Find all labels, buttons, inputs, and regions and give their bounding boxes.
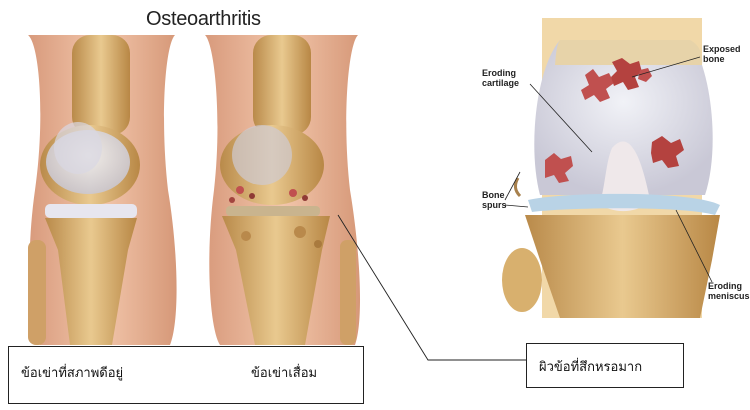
annotation-bone-spurs: Bone spurs bbox=[482, 172, 528, 210]
worn-joint-surface-label: ผิวข้อที่สึกหรอมาก bbox=[539, 356, 642, 377]
worn-joint-surface-callout: ผิวข้อที่สึกหรอมาก bbox=[526, 343, 684, 388]
healthy-knee-label: ข้อเข่าที่สภาพดีอยู่ bbox=[21, 362, 123, 383]
healthy-knee-illustration bbox=[28, 35, 177, 345]
annotation-bone-spurs-line1: Bone bbox=[482, 190, 505, 200]
annotation-eroding-meniscus-line2: meniscus bbox=[708, 291, 750, 301]
detailed-knee-illustration bbox=[502, 18, 720, 318]
degenerated-knee-label: ข้อเข่าเสื่อม bbox=[251, 362, 317, 383]
annotation-exposed-bone-line2: bone bbox=[703, 54, 725, 64]
annotation-bone-spurs-line2: spurs bbox=[482, 200, 507, 210]
annotation-eroding-cartilage-line2: cartilage bbox=[482, 78, 519, 88]
annotation-eroding-cartilage-line1: Eroding bbox=[482, 68, 516, 78]
annotation-exposed-bone-line1: Exposed bbox=[703, 44, 741, 54]
annotation-eroding-meniscus-line1: Eroding bbox=[708, 281, 742, 291]
knee-comparison-label-box: ข้อเข่าที่สภาพดีอยู่ ข้อเข่าเสื่อม bbox=[8, 346, 364, 404]
callout-connector-line bbox=[338, 215, 526, 360]
degenerated-knee-illustration bbox=[205, 35, 360, 345]
